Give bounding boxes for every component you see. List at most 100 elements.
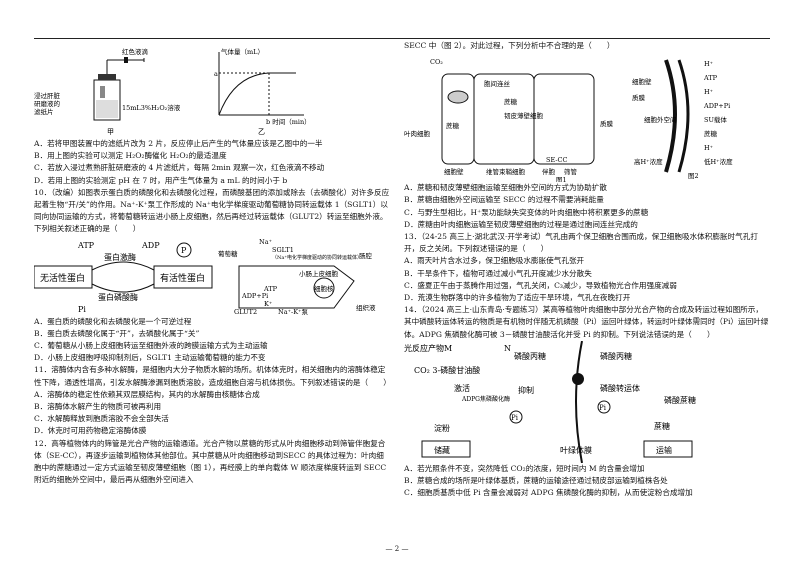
label-filter-3: 滤纸片: [34, 107, 54, 116]
active-protein-box: [153, 265, 213, 289]
label-h-plus2: H⁺: [704, 88, 713, 96]
label-inhibit: 抑制: [518, 385, 534, 395]
label-adppi: ADP+Pi: [703, 102, 730, 110]
label-activate: 激活: [454, 383, 470, 393]
secc-cell-shape: [533, 73, 595, 165]
q14-option-b: B．蔗糖合成的场所是叶绿体基质，蔗糖的运输途径通过韧皮部运输到植株各处: [404, 476, 668, 486]
q9-option-a: A．若将甲图装置中的滤纸片改为 2 片，反应停止后产生的气体量应该是乙图中的一半: [34, 139, 323, 148]
label-sieve: 筛管: [564, 167, 578, 176]
label-pi2: Pi: [599, 404, 607, 412]
q12-stem: 12．高等植物体内的筛管是光合产物的运输通道。光合产物以蔗糖的形式从叶肉细胞移动…: [34, 438, 387, 485]
label-nucleus: 细胞核: [314, 284, 334, 293]
filter-paper-icon: [100, 86, 105, 98]
label-n: N: [504, 344, 511, 353]
gas-curve: [218, 72, 296, 116]
label-membrane2: 质膜: [632, 93, 646, 102]
cell-wall-2-shape: [664, 59, 677, 173]
q12-continuation: SECC 中（图 2）。对此过程，下列分析中不合理的是（ ）: [404, 41, 615, 50]
label-chloroplast: 叶绿体膜: [560, 445, 592, 455]
chloroplast-icon: [447, 90, 469, 104]
label-y-axis: 气体量（mL）: [221, 47, 264, 56]
cell-outline: [238, 265, 355, 309]
pi-circle-2: [597, 400, 611, 414]
q12-figure-svg: CO₂ 蔗糖 蔗糖 胞间连丝 韧皮薄壁细胞 质膜 叶肉细胞 细胞壁 维管束鞘细胞…: [404, 58, 733, 182]
label-intercellular: 胞间连丝: [484, 79, 511, 88]
q10-option-c: C．葡萄糖从小肠上皮细胞转运至细胞外液的跨膜运输方式为主动运输: [34, 341, 268, 351]
q9-option-b: B．用上图的实验可以测定 H₂O₂酶催化 H₂O₂的最适温度: [34, 151, 227, 161]
label-light-product: 光反应产物M: [404, 343, 452, 353]
label-glucose: 葡萄糖: [218, 249, 238, 258]
inactive-protein-box: [34, 265, 93, 289]
label-phosphatase: 蛋白磷酸酶: [98, 292, 138, 302]
q10-option-d: D．小肠上皮细胞呼吸抑制剂后，SGLT1 主动运输葡萄糖的能力不变: [34, 353, 266, 363]
label-starch: 淀粉: [434, 423, 450, 433]
label-sucrose: 蔗糖: [654, 421, 670, 431]
q12-option-b: B．蔗糖由细胞外空间运输至 SECC 的过程不需要消耗能量: [404, 195, 604, 205]
label-na: Na⁺: [259, 238, 272, 246]
q12-option-d: D．蔗糖由叶肉细胞运输至韧皮薄壁细胞的过程是通过胞间连丝完成的: [404, 219, 638, 229]
label-fig2: 图2: [688, 172, 699, 180]
q9-figure-svg: 红色液滴 浸过肝脏 研磨液的 滤纸片 15mL3%H₂O₂溶液 甲 气体量（mL…: [34, 47, 311, 136]
q12-option-a: A．蔗糖和韧皮薄壁细胞运输至细胞外空间的方式为协助扩散: [404, 183, 607, 193]
pi-circle-1: [509, 410, 523, 424]
q11-option-a: A．溶酶体的稳定性依赖其双层膜结构，其内的水解酶由核糖体合成: [34, 389, 260, 399]
label-transporter: 磷酸转运体: [600, 383, 640, 393]
label-sglt1-note: （Na⁺电化学梯度驱动的协同转运载体）: [272, 254, 362, 261]
q9-option-c: C．若放入浸过煮熟肝脏研磨液的 4 片滤纸片，每隔 2min 观察一次，红色液滴…: [34, 163, 325, 173]
label-fig1: 图1: [556, 176, 567, 182]
label-sucrose-p: 磷酸蔗糖: [664, 395, 696, 405]
membrane-2-shape: [677, 59, 690, 173]
page-number: — 2 —: [385, 545, 409, 553]
label-h-plus: H⁺: [704, 60, 713, 68]
label-sucrose1: 蔗糖: [446, 121, 460, 130]
label-a: a: [214, 70, 218, 78]
label-atp: ATP: [77, 241, 95, 250]
label-triose1: 磷酸丙糖: [514, 351, 546, 361]
label-mesophyll: 叶肉细胞: [404, 129, 431, 138]
q11-stem: 11．溶酶体内含有多种水解酶，是细胞内大分子物质水解的场所。机体体克时，相关细胞…: [34, 365, 391, 387]
q10-stem: 10．（改编）如图表示蛋白质的磷酸化和去磷酸化过程，而磷酸基团的添加或除去（去磷…: [34, 187, 390, 234]
mesophyll-cell-shape: [441, 73, 475, 165]
q13-stem: 13．（24-25 高三上·湖北武汉·开学考试）气孔由两个保卫细胞合围而成，保卫…: [404, 232, 758, 254]
q11-option-d: D．休克时可用药物稳定溶酶体膜: [34, 426, 147, 436]
label-co2-pga: CO₂ 3-磷酸甘油酸: [414, 365, 480, 375]
right-column: SECC 中（图 2）。对此过程，下列分析中不合理的是（ ） CO₂ 蔗糖 蔗糖…: [404, 40, 770, 499]
q13-option-c: C．盛夏正午由于蒸腾作用过强，气孔关闭，C₃减少，导致植物光合作用强度减弱: [404, 280, 677, 290]
label-companion: 伴胞: [542, 167, 556, 176]
label-sucrose3: 蔗糖: [704, 129, 718, 138]
label-pump: Na⁺-K⁺泵: [278, 308, 308, 316]
left-column: 红色液滴 浸过肝脏 研磨液的 滤纸片 15mL3%H₂O₂溶液 甲 气体量（mL…: [34, 40, 391, 486]
label-adpg: ADPG焦磷酸化酶: [461, 395, 510, 403]
liquid-fill: [96, 100, 118, 118]
label-triose2: 磷酸丙糖: [600, 351, 632, 361]
flask-stopper: [98, 74, 116, 80]
nucleus-shape: [313, 277, 335, 299]
label-lumen: 肠腔: [359, 251, 373, 260]
label-jia: 甲: [107, 128, 114, 136]
label-cellwall: 细胞壁: [444, 167, 464, 176]
transporter-dot: [572, 372, 584, 385]
q14-figure-svg: 光反应产物M CO₂ 3-磷酸甘油酸 磷酸丙糖 激活 ADPG焦磷酸化酶 抑制 …: [404, 340, 696, 463]
q9-figure: 红色液滴 浸过肝脏 研磨液的 滤纸片 15mL3%H₂O₂溶液 甲 气体量（mL…: [34, 40, 390, 138]
phosphate-icon: [176, 242, 192, 258]
label-adppi: ADP+Pi: [241, 292, 268, 300]
q12-figure: CO₂ 蔗糖 蔗糖 胞间连丝 韧皮薄壁细胞 质膜 叶肉细胞 细胞壁 维管束鞘细胞…: [404, 52, 770, 182]
label-extracellular: 细胞外空间: [644, 115, 677, 124]
label-parenchyma: 韧皮薄壁细胞: [504, 111, 544, 120]
label-su: SU载体: [704, 115, 727, 124]
red-drop-icon: [124, 57, 128, 63]
label-tissue: 组织液: [356, 303, 376, 312]
q13-option-a: A．雨天叶片含水过多，保卫细胞吸水膨胀使气孔张开: [404, 256, 585, 266]
label-pi1: Pi: [511, 414, 519, 422]
top-rule: [34, 38, 770, 39]
label-h-plus3: H⁺: [704, 144, 713, 152]
label-filter-1: 浸过肝脏: [34, 91, 61, 100]
q9-option-d: D．若用上图的实验测定 pH 在 7 时，用产生气体量为 a mL 的时间小于 …: [34, 175, 288, 185]
kinase-arrow: [91, 261, 155, 271]
label-inactive: 无活性蛋白: [40, 272, 85, 284]
q14-option-c: C．细胞质基质中低 Pi 含量会减弱对 ADPG 焦磷酸化酶的抑制，从而使淀粉合…: [404, 488, 693, 498]
label-storage: 储藏: [434, 445, 450, 455]
chloroplast-membrane-shape: [575, 340, 583, 463]
q14-figure: 光反应产物M CO₂ 3-磷酸甘油酸 磷酸丙糖 激活 ADPG焦磷酸化酶 抑制 …: [404, 340, 770, 463]
q10-option-b: B．蛋白质去磷酸化属于“开”，去磷酸化属于“关”: [34, 328, 200, 338]
